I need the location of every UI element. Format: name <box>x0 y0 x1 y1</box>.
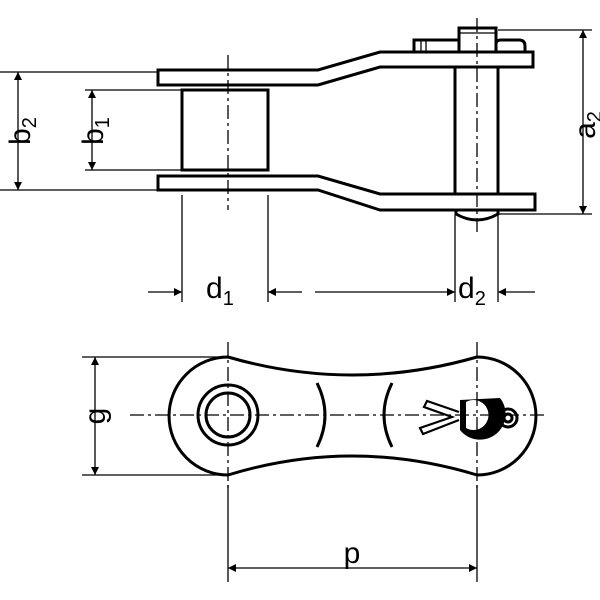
b1-label: b1 <box>77 117 114 145</box>
d2-label: d2 <box>458 272 486 310</box>
pin-section <box>460 398 506 440</box>
lower-plate <box>156 174 537 212</box>
cotter-pin-icon <box>418 399 460 436</box>
clip-right <box>494 38 527 52</box>
d1-extension-lines <box>181 195 269 302</box>
a2-label: a2 <box>569 111 600 139</box>
d2-extension-lines <box>454 215 499 302</box>
link-plate-outline <box>167 355 538 477</box>
upper-plate <box>156 50 535 87</box>
top-view: g p <box>79 342 548 582</box>
b2-label: b2 <box>4 117 41 145</box>
roller <box>180 88 270 172</box>
cotter-left <box>412 38 461 54</box>
g-label: g <box>79 408 112 425</box>
clip-ring-outer <box>497 407 519 429</box>
d1-label: d1 <box>206 272 234 310</box>
b1-extension-lines <box>85 89 182 171</box>
clip-ring-inner <box>502 412 514 424</box>
g-extension-lines <box>82 356 228 476</box>
p-label: p <box>344 537 361 570</box>
pin <box>453 67 500 194</box>
b2-extension-lines <box>0 71 158 191</box>
a2-extension-lines <box>498 29 592 215</box>
cotter-lines <box>420 40 427 52</box>
side-view: b2 b1 a2 d1 d2 <box>0 18 600 310</box>
